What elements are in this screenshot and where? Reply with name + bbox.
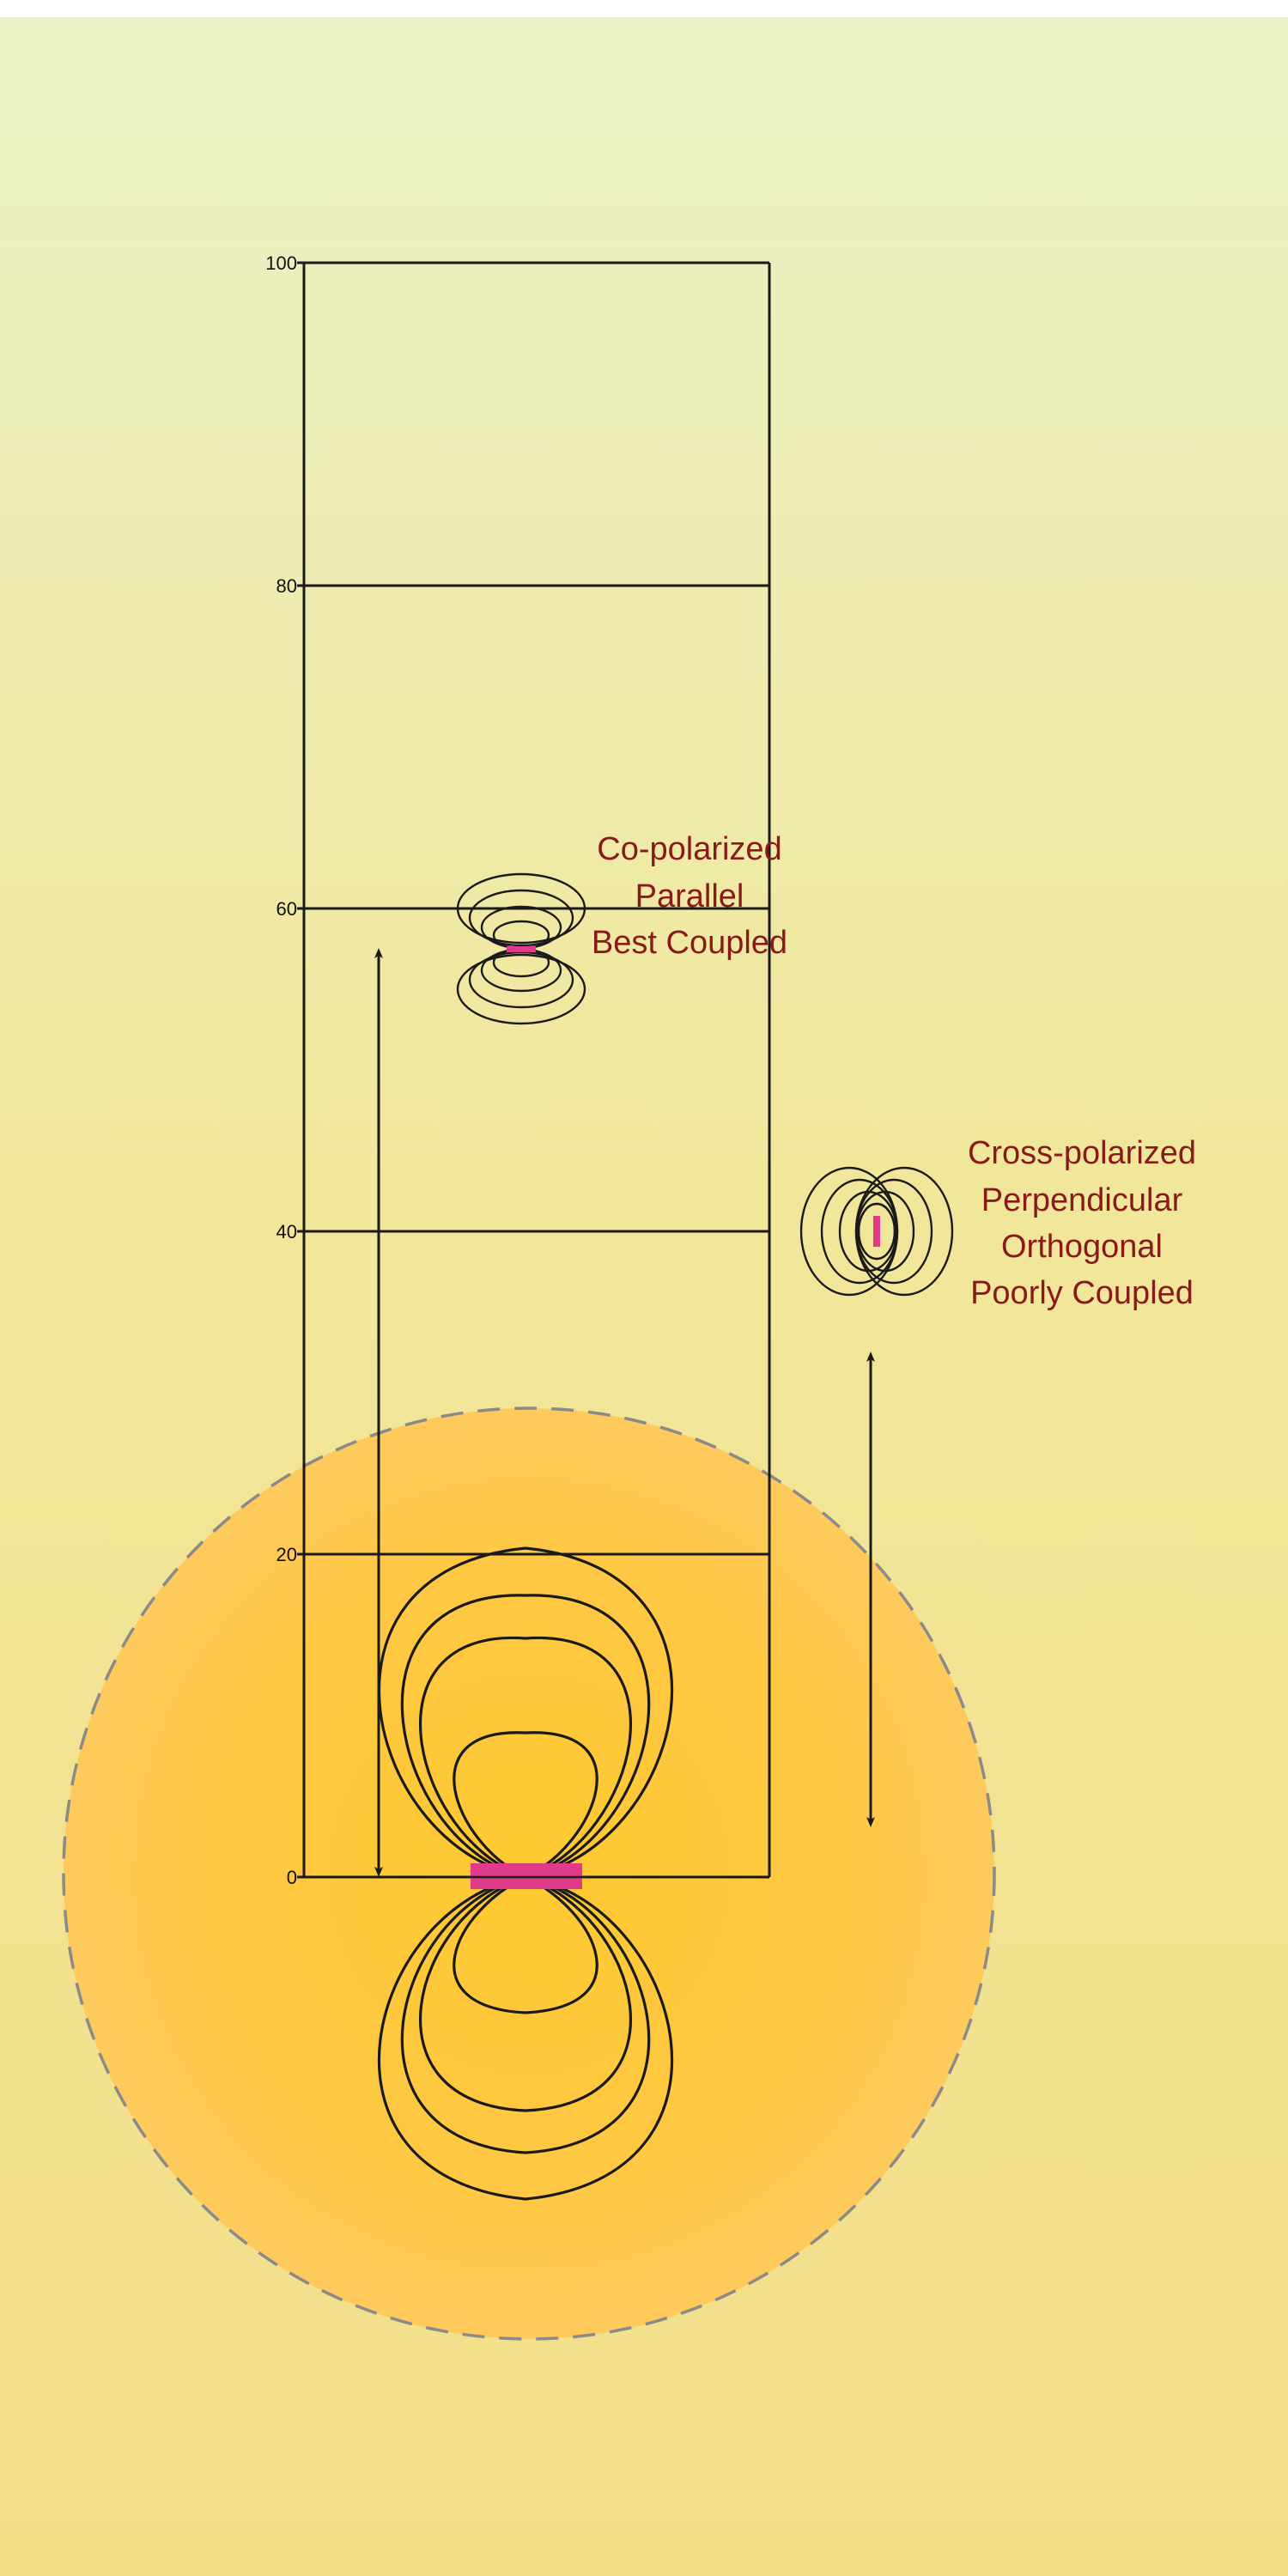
tick-label-100: 100 [265,252,297,274]
tick-label-20: 20 [276,1544,297,1565]
field-loop-lower-2 [400,1875,651,2154]
tick-label-40: 40 [276,1221,297,1242]
co-polarized-dipole-field [456,872,586,1025]
field-loop-upper-4 [453,1731,598,1879]
cross-polarized-caption: Cross-polarized Perpendicular Orthogonal… [968,1135,1196,1311]
field-loop-upper-3 [419,1636,632,1879]
field-loop-lower-4 [453,1875,598,2014]
co-loop-lower-1 [456,953,586,1025]
near-field-boundary [62,1406,996,2341]
poorly-coupled-label: Poorly Coupled [970,1275,1194,1311]
source-dipole-field [377,1546,674,2201]
field-loop-lower-3 [418,1875,633,2112]
field-loop-lower-1 [377,1875,674,2201]
field-loop-upper-2 [400,1594,651,1879]
co-polarized-dipole [507,946,536,952]
cross-polarized-label: Cross-polarized [968,1135,1196,1171]
cross-polarized-dipole-field [799,1166,954,1297]
tick-label-0: 0 [287,1867,297,1888]
cross-loop-right-4 [857,1202,896,1261]
tick-label-80: 80 [276,575,297,597]
co-polarized-label: Co-polarized [597,831,781,867]
perpendicular-label: Perpendicular [981,1182,1183,1218]
tick-label-60: 60 [276,898,297,920]
co-polarized-caption: Co-polarized Parallel Best Coupled [592,831,787,961]
cross-loop-left-3 [838,1190,898,1273]
best-coupled-label: Best Coupled [592,925,787,961]
co-loop-upper-1 [456,872,586,945]
field-loop-upper-1 [377,1546,674,1879]
orthogonal-label: Orthogonal [1001,1229,1163,1265]
co-loop-upper-2 [468,889,574,947]
parallel-label: Parallel [635,878,744,914]
cross-polarized-dipole [873,1216,880,1247]
cross-loop-right-3 [855,1190,915,1273]
